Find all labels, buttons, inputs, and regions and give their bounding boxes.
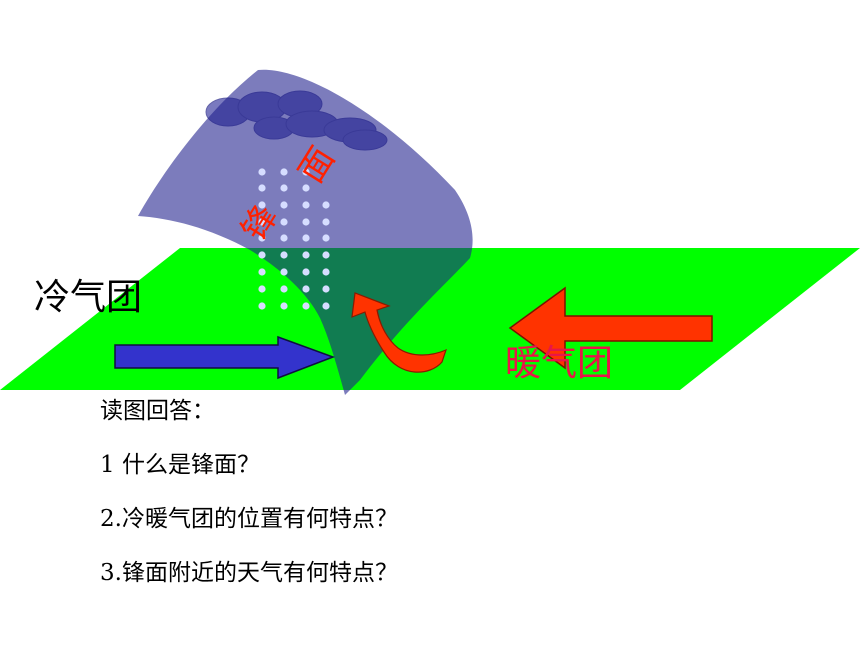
rain-drop	[280, 184, 288, 192]
rain-drop	[302, 268, 310, 276]
rain-drop	[322, 302, 330, 310]
rain-drop	[302, 234, 310, 242]
rain-drop	[280, 234, 288, 242]
rain-drop	[280, 201, 288, 209]
rain-drop	[302, 302, 310, 310]
rain-drop	[302, 218, 310, 226]
rain-drop	[322, 234, 330, 242]
rain-drop	[258, 268, 266, 276]
rain-drop	[280, 251, 288, 259]
rain-drop	[280, 268, 288, 276]
question-heading: 读图回答：	[100, 398, 215, 424]
rain-drop	[302, 201, 310, 209]
rain-drop	[280, 168, 288, 176]
cold-air-mass-label: 冷气团	[34, 277, 143, 318]
rain-drop	[322, 268, 330, 276]
rain-drop	[258, 168, 266, 176]
rain-drop	[322, 251, 330, 259]
rain-drops	[258, 168, 330, 310]
cold-air-arrow-icon	[114, 335, 336, 380]
question-item-1: 1 什么是锋面？	[100, 452, 260, 478]
rain-drop	[302, 168, 310, 176]
warm-air-arrow-icon	[508, 286, 713, 370]
rain-drop	[280, 218, 288, 226]
rain-drop	[302, 285, 310, 293]
question-item-3: 3.锋面附近的天气有何特点？	[100, 560, 398, 586]
rain-drop	[280, 285, 288, 293]
rain-drop	[258, 251, 266, 259]
rising-air-arrow-icon	[351, 292, 447, 373]
rain-drop	[322, 285, 330, 293]
rain-drop	[322, 218, 330, 226]
rain-drop	[258, 201, 266, 209]
rain-drop	[302, 184, 310, 192]
rain-drop	[280, 302, 288, 310]
rain-drop	[302, 251, 310, 259]
rain-drop	[258, 218, 266, 226]
warm-air-mass-label: 暖气团	[505, 343, 614, 384]
question-list: 读图回答： 1 什么是锋面？ 2.冷暖气团的位置有何特点？ 3.锋面附近的天气有…	[100, 395, 398, 611]
rain-drop	[258, 302, 266, 310]
rain-drop	[322, 201, 330, 209]
rain-drop	[258, 184, 266, 192]
question-item-2: 2.冷暖气团的位置有何特点？	[100, 506, 398, 532]
front-surface	[138, 69, 473, 396]
rain-drop	[258, 234, 266, 242]
rain-drop	[258, 285, 266, 293]
